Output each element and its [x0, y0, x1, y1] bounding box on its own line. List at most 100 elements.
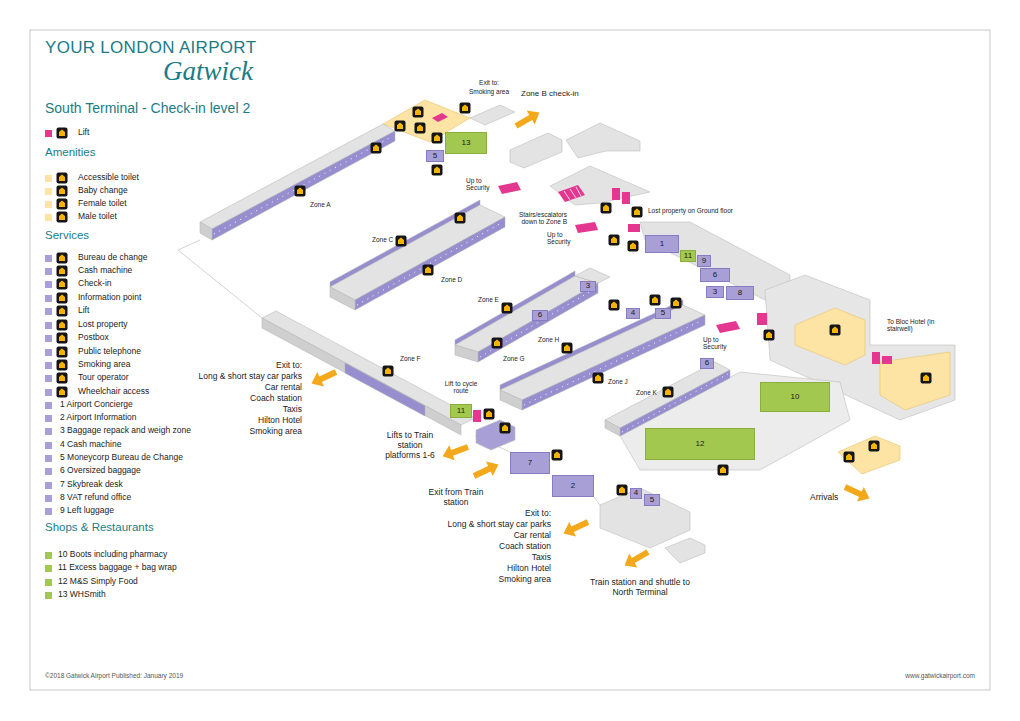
legend-icon	[57, 253, 68, 264]
checkin-desks	[345, 363, 425, 416]
direction-label: Lift to cycle route	[442, 380, 480, 395]
legend-icon	[57, 199, 68, 210]
checkin-desks	[212, 131, 395, 240]
shop-area: 11	[680, 250, 696, 262]
legend-text: 13 WHSmith	[58, 590, 106, 600]
service-icon	[663, 387, 674, 398]
legend-swatch	[45, 308, 52, 315]
legend-swatch	[45, 468, 52, 475]
shop-area: 11	[450, 404, 472, 418]
legend-swatch	[45, 482, 52, 489]
legend-swatch	[45, 188, 52, 195]
callout-number: 6	[538, 311, 542, 320]
checkin-desks	[355, 217, 505, 310]
legend-swatch	[45, 349, 52, 356]
legend-text: Tour operator	[78, 373, 129, 383]
legend-text: 8 VAT refund office	[60, 493, 131, 503]
direction-label: Lifts to Train station platforms 1-6	[382, 431, 438, 460]
outline-line	[594, 497, 600, 505]
zone-label: Zone D	[441, 276, 462, 283]
floor-area	[620, 372, 850, 470]
direction-label: Stairs/escalators down to Zone B	[505, 211, 567, 226]
exit-label: Car rental	[265, 383, 302, 393]
map-icons	[295, 103, 932, 496]
exit-label: Taxis	[283, 405, 302, 415]
legend-swatch	[45, 281, 52, 288]
stairs-shape	[716, 321, 740, 333]
zone-label: Zone G	[503, 355, 525, 362]
callout-number: 6	[705, 359, 709, 368]
service-icon	[492, 338, 503, 349]
callout-number: 3	[586, 282, 590, 291]
callout-number: 2	[571, 482, 575, 491]
legend-icon	[57, 266, 68, 277]
shop-area: 12	[645, 428, 755, 460]
exit-label: Long & short stay car parks	[448, 520, 551, 530]
amenity-icon	[413, 107, 424, 118]
legend-text: Public telephone	[78, 347, 141, 357]
floor-area	[665, 538, 705, 563]
service-icon	[628, 241, 639, 252]
callout-number: 5	[661, 309, 665, 318]
amenity-icon	[432, 133, 443, 144]
callout-number: 7	[528, 459, 532, 468]
stair-step	[576, 187, 581, 196]
service-icon	[764, 330, 775, 341]
service-icon	[562, 343, 573, 354]
toilet-area	[838, 436, 900, 474]
exit-label: Long & short stay car parks	[199, 372, 302, 382]
desk-tick-line	[357, 222, 503, 305]
service-area: 6	[700, 358, 714, 369]
legend-text: Wheelchair access	[78, 387, 149, 397]
exit-label: Exit to:	[525, 509, 551, 519]
zone-label: Zone K	[636, 389, 657, 396]
service-area: 5	[426, 150, 444, 162]
legend-text: Accessible toilet	[78, 173, 139, 183]
legend-swatch	[45, 565, 52, 572]
legend-text: Baby change	[78, 186, 128, 196]
legend-swatch	[45, 175, 52, 182]
service-icon	[423, 265, 434, 276]
service-icon	[609, 300, 620, 311]
legend-text: 6 Oversized baggage	[60, 466, 141, 476]
exit-label: Coach station	[499, 542, 551, 552]
footer-note: ©2018 Gatwick Airport Published: January…	[45, 672, 183, 679]
strip-top	[200, 124, 395, 229]
legend-swatch	[45, 428, 52, 435]
legend-swatch	[45, 389, 52, 396]
zone-label: Zone H	[538, 336, 559, 343]
outline-line	[178, 240, 262, 318]
desk-tick-line	[214, 136, 393, 234]
exit-label: Exit to:	[276, 361, 302, 371]
callout-number: 4	[634, 489, 638, 498]
service-area: 6	[532, 310, 548, 321]
service-icon	[371, 143, 382, 154]
page-border	[30, 30, 990, 690]
stair-step	[570, 189, 576, 198]
legend-swatch	[45, 201, 52, 208]
zone-label: Zone C	[372, 236, 393, 243]
service-icon	[844, 452, 855, 463]
legend-text: Postbox	[78, 333, 109, 343]
zone-label: Zone A	[310, 201, 331, 208]
service-icon	[617, 485, 628, 496]
callout-number: 3	[713, 288, 717, 297]
legend-swatch	[45, 552, 52, 559]
legend-swatch	[45, 375, 52, 382]
service-area: 7	[510, 452, 550, 474]
callout-number: 11	[457, 407, 465, 416]
service-icon	[432, 165, 443, 176]
legend-text: Lift	[78, 306, 89, 316]
amenity-icon	[830, 325, 841, 336]
exit-label: Exit to:	[479, 79, 499, 86]
zone-label: Zone J	[608, 378, 628, 385]
desk-tick-line	[622, 374, 728, 432]
service-icon	[601, 203, 612, 214]
lift-shape	[757, 313, 767, 325]
service-area: 3	[706, 286, 724, 298]
direction-label: Up to Security	[703, 336, 737, 351]
lift-shape	[612, 188, 620, 200]
strip-end	[500, 390, 522, 410]
exit-arrow	[512, 106, 543, 133]
legend-text: Female toilet	[78, 199, 127, 209]
